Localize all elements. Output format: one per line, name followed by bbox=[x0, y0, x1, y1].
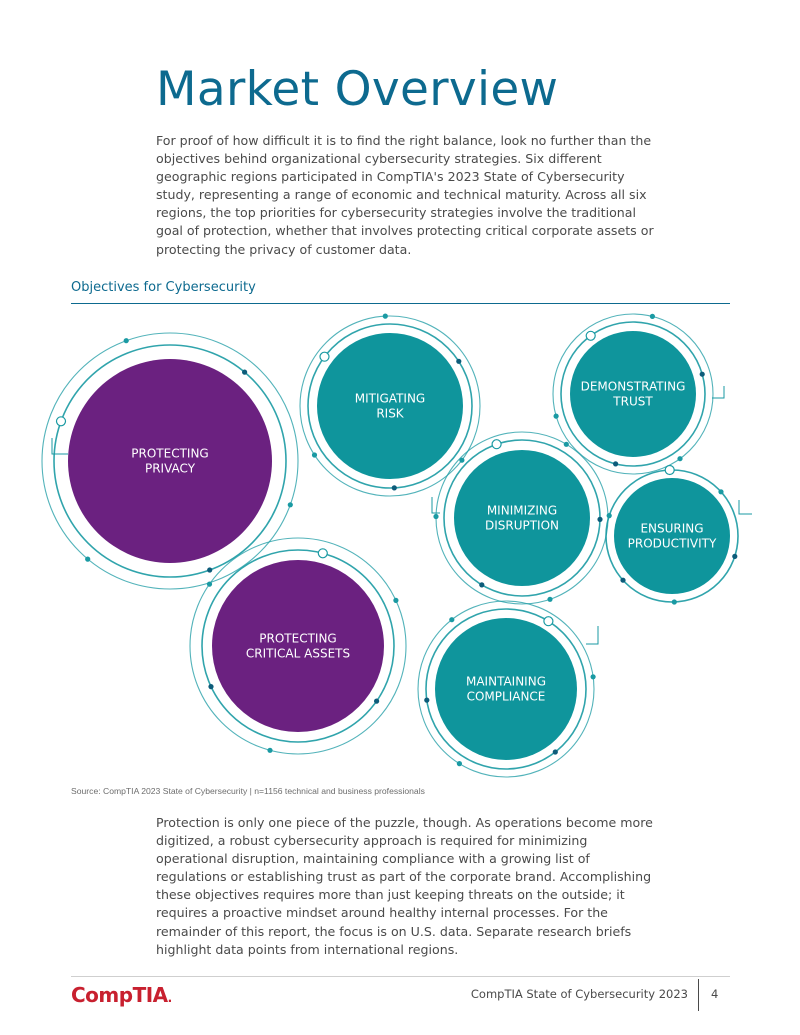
node-dot bbox=[85, 556, 91, 562]
connector-line bbox=[712, 386, 725, 399]
node-dot bbox=[123, 338, 129, 344]
footer-divider bbox=[71, 976, 730, 977]
mitigating-risk-label: MITIGATING bbox=[355, 392, 425, 406]
node-dot bbox=[677, 456, 683, 462]
node-dot bbox=[207, 567, 213, 573]
node-dot bbox=[649, 313, 656, 319]
node-dot bbox=[287, 502, 293, 508]
ensuring-productivity-circle bbox=[614, 478, 730, 594]
node-dot bbox=[606, 513, 612, 519]
ensuring-productivity-label: ENSURING bbox=[640, 522, 703, 536]
node-dot bbox=[391, 485, 397, 491]
orbit-ring bbox=[41, 332, 299, 590]
node-dot bbox=[671, 599, 677, 605]
node-dot bbox=[479, 582, 485, 588]
node-dot bbox=[563, 441, 569, 447]
logo-mark: . bbox=[167, 991, 173, 1005]
node-dot bbox=[449, 617, 455, 623]
maintaining-compliance-label: COMPLIANCE bbox=[467, 690, 546, 704]
orbit-ring bbox=[299, 315, 481, 497]
node-dot bbox=[424, 697, 430, 703]
node-dot bbox=[242, 369, 248, 375]
node-dot bbox=[585, 330, 596, 341]
demonstrating-trust-label: DEMONSTRATING bbox=[581, 380, 686, 394]
node-dot bbox=[317, 548, 328, 559]
node-dot bbox=[206, 581, 213, 587]
protecting-critical-assets-label: PROTECTING bbox=[259, 632, 336, 646]
node-dot bbox=[664, 464, 675, 476]
section-divider bbox=[71, 303, 730, 304]
node-dot bbox=[433, 513, 439, 520]
section-title: Objectives for Cybersecurity bbox=[71, 280, 256, 295]
minimizing-disruption-label: DISRUPTION bbox=[485, 519, 559, 533]
node-dot bbox=[613, 461, 619, 467]
demonstrating-trust-label: TRUST bbox=[612, 395, 653, 409]
minimizing-disruption-label: MINIMIZING bbox=[487, 504, 557, 518]
node-dot bbox=[699, 371, 705, 377]
node-dot bbox=[718, 489, 724, 495]
protecting-privacy-label: PROTECTING bbox=[131, 447, 208, 461]
node-dot bbox=[456, 761, 462, 767]
node-dot bbox=[459, 457, 465, 463]
node-dot bbox=[590, 674, 596, 680]
orbit-ring bbox=[201, 549, 395, 743]
protecting-critical-assets-circle bbox=[212, 560, 384, 732]
footer-separator bbox=[698, 979, 699, 1011]
node-dot bbox=[374, 698, 380, 704]
demonstrating-trust-circle bbox=[570, 331, 696, 457]
node-dot bbox=[393, 597, 399, 603]
maintaining-compliance-label: MAINTAINING bbox=[466, 675, 546, 689]
minimizing-disruption-circle bbox=[454, 450, 590, 586]
node-dot bbox=[597, 516, 603, 522]
page-title: Market Overview bbox=[156, 62, 559, 117]
connector-line bbox=[586, 626, 599, 645]
connector-line bbox=[738, 500, 752, 515]
node-dot bbox=[732, 553, 738, 559]
orbit-ring bbox=[189, 537, 407, 755]
orbit-ring bbox=[425, 608, 587, 770]
page-number: 4 bbox=[711, 987, 719, 1001]
mitigating-risk-circle bbox=[317, 333, 463, 479]
node-dot bbox=[319, 351, 330, 362]
node-dot bbox=[456, 358, 462, 364]
logo-text: CompTIA bbox=[71, 983, 168, 1007]
source-note: Source: CompTIA 2023 State of Cybersecur… bbox=[71, 786, 425, 796]
footer-publication: CompTIA State of Cybersecurity 2023 bbox=[470, 987, 688, 1001]
node-dot bbox=[547, 596, 553, 602]
ensuring-productivity-label: PRODUCTIVITY bbox=[628, 537, 717, 551]
node-dot bbox=[552, 749, 558, 755]
orbit-ring bbox=[417, 600, 595, 778]
orbit-ring bbox=[53, 344, 287, 578]
node-dot bbox=[311, 452, 318, 458]
node-dot bbox=[553, 413, 559, 419]
mitigating-risk-label: RISK bbox=[376, 407, 404, 421]
objectives-diagram: PROTECTINGPRIVACYMITIGATINGRISKDEMONSTRA… bbox=[41, 313, 752, 778]
orbit-ring bbox=[552, 313, 714, 475]
node-dot bbox=[543, 616, 554, 627]
node-dot bbox=[267, 747, 273, 753]
node-dot bbox=[491, 439, 502, 450]
maintaining-compliance-circle bbox=[435, 618, 577, 760]
comptia-logo[interactable]: CompTIA. bbox=[71, 983, 172, 1007]
node-dot bbox=[620, 577, 626, 583]
protecting-privacy-label: PRIVACY bbox=[145, 462, 196, 476]
node-dot bbox=[382, 313, 388, 319]
node-dot bbox=[55, 416, 67, 427]
node-dot bbox=[208, 684, 214, 690]
protecting-privacy-circle bbox=[68, 359, 272, 563]
connector-line bbox=[431, 497, 440, 514]
orbit-ring bbox=[307, 323, 473, 489]
intro-paragraph: For proof of how difficult it is to find… bbox=[156, 133, 654, 257]
connector-line bbox=[51, 438, 68, 455]
closing-paragraph: Protection is only one piece of the puzz… bbox=[156, 815, 653, 957]
orbit-ring bbox=[560, 321, 706, 467]
protecting-critical-assets-label: CRITICAL ASSETS bbox=[246, 647, 350, 661]
